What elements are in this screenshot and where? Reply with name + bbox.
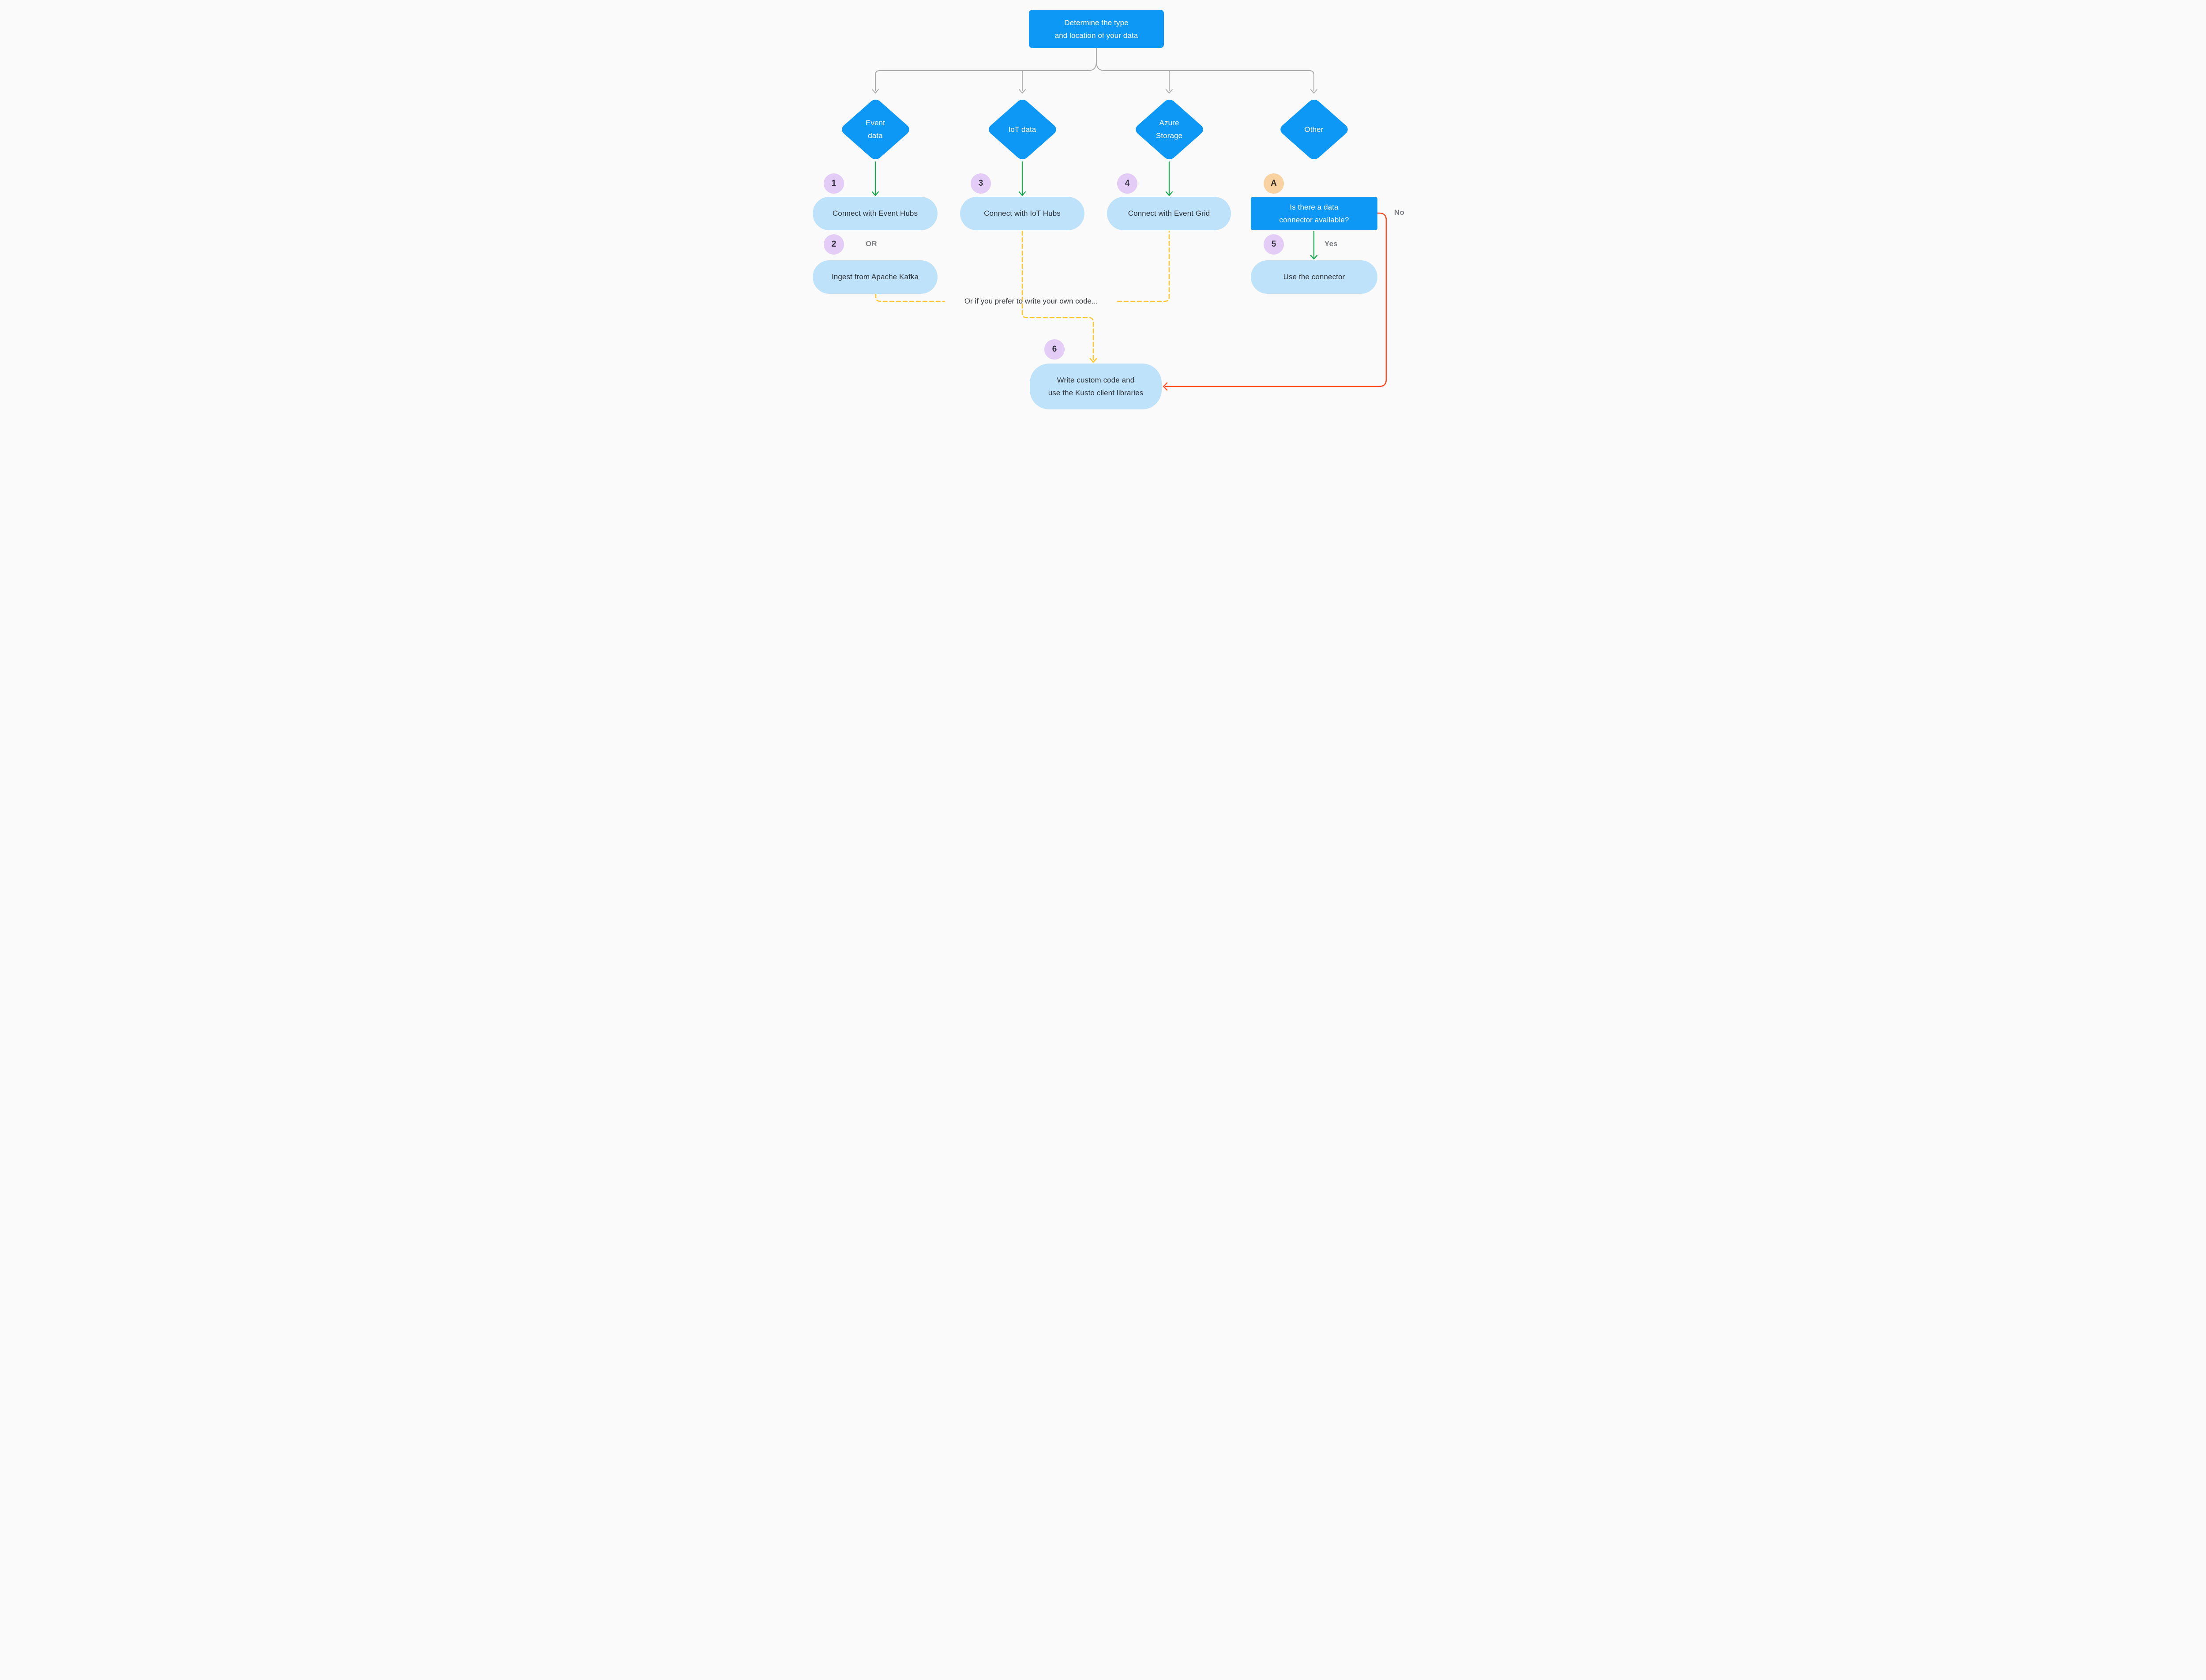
label-line: data — [868, 131, 883, 140]
red-line-no — [1165, 212, 1387, 387]
node-determine-data-type: Determine the type and location of your … — [1029, 10, 1164, 48]
green-arrowhead-yes — [1310, 255, 1318, 260]
badge-letter: A — [1271, 179, 1277, 188]
badge-number: 2 — [831, 240, 837, 249]
badge-number: 5 — [1271, 240, 1276, 249]
step-badge-2: 2 — [824, 234, 844, 255]
decision-azure-storage: Azure Storage — [1133, 97, 1206, 161]
dashed-line-iot-to-custom-code — [1021, 230, 1094, 361]
label-line: Storage — [1156, 131, 1183, 140]
badge-number: 1 — [831, 179, 837, 188]
label-line: Determine the type — [1064, 18, 1129, 27]
label-line: use the Kusto client libraries — [1048, 389, 1144, 397]
decision-iot-data: IoT data — [986, 97, 1059, 161]
node-ingest-apache-kafka: Ingest from Apache Kafka — [813, 260, 938, 294]
badge-number: 6 — [1052, 345, 1057, 354]
pill-label: Use the connector — [1283, 273, 1345, 281]
step-badge-1: 1 — [824, 173, 844, 194]
red-arrowhead-no — [1163, 382, 1168, 391]
green-arrowhead-iot — [1018, 191, 1026, 196]
annotation-write-own-code: Or if you prefer to write your own code.… — [964, 297, 1098, 305]
pill-label: Connect with Event Grid — [1128, 209, 1210, 218]
dashed-line-kafka — [875, 293, 945, 302]
step-badge-4: 4 — [1117, 173, 1137, 194]
label-line: Azure — [1159, 119, 1179, 127]
green-arrowhead-azure — [1165, 191, 1173, 196]
pill-label: Ingest from Apache Kafka — [831, 273, 919, 281]
node-data-connector-question: Is there a data connector available? — [1251, 197, 1377, 230]
pill-label: Connect with Event Hubs — [832, 209, 918, 218]
diamond-label: IoT data — [990, 97, 1054, 161]
flowchart-canvas: Determine the type and location of your … — [768, 0, 1438, 420]
label-line: Event — [866, 119, 885, 127]
dashed-line-event-grid — [1117, 230, 1170, 302]
label-line: connector available? — [1279, 216, 1349, 224]
diamond-label: Event data — [843, 97, 908, 161]
gray-arrowhead-event — [872, 89, 879, 94]
edge-label-or: OR — [866, 240, 877, 248]
tree-line-right — [1096, 48, 1314, 91]
node-connect-iot-hubs: Connect with IoT Hubs — [960, 197, 1084, 230]
gray-arrowhead-iot — [1019, 89, 1026, 94]
label-line: IoT data — [1008, 125, 1036, 134]
decision-event-data: Event data — [839, 97, 912, 161]
node-use-the-connector: Use the connector — [1251, 260, 1377, 294]
tree-line-left — [875, 48, 1097, 91]
step-badge-5: 5 — [1264, 234, 1284, 255]
diamond-label: Azure Storage — [1137, 97, 1201, 161]
label-line: Is there a data — [1290, 203, 1339, 211]
decision-other: Other — [1277, 97, 1351, 161]
badge-number: 4 — [1125, 179, 1130, 188]
node-connect-event-grid: Connect with Event Grid — [1107, 197, 1231, 230]
step-badge-3: 3 — [971, 173, 991, 194]
node-connect-event-hubs: Connect with Event Hubs — [813, 197, 938, 230]
node-write-custom-code: Write custom code and use the Kusto clie… — [1030, 364, 1162, 409]
diamond-label: Other — [1282, 97, 1346, 161]
badge-number: 3 — [978, 179, 983, 188]
connector-layer — [871, 48, 1387, 391]
edge-label-yes: Yes — [1324, 240, 1338, 248]
step-badge-6: 6 — [1044, 339, 1065, 360]
label-line: and location of your data — [1054, 31, 1138, 40]
label-line: Write custom code and — [1057, 376, 1135, 384]
label-line: Other — [1304, 125, 1324, 134]
yellow-arrowhead-custom-code — [1089, 358, 1097, 363]
gray-arrowhead-azure — [1166, 89, 1173, 94]
edge-label-no: No — [1394, 208, 1405, 217]
gray-arrowhead-other — [1310, 89, 1317, 94]
green-arrowhead-event — [871, 191, 879, 196]
step-badge-a: A — [1264, 173, 1284, 194]
pill-label: Connect with IoT Hubs — [984, 209, 1061, 218]
